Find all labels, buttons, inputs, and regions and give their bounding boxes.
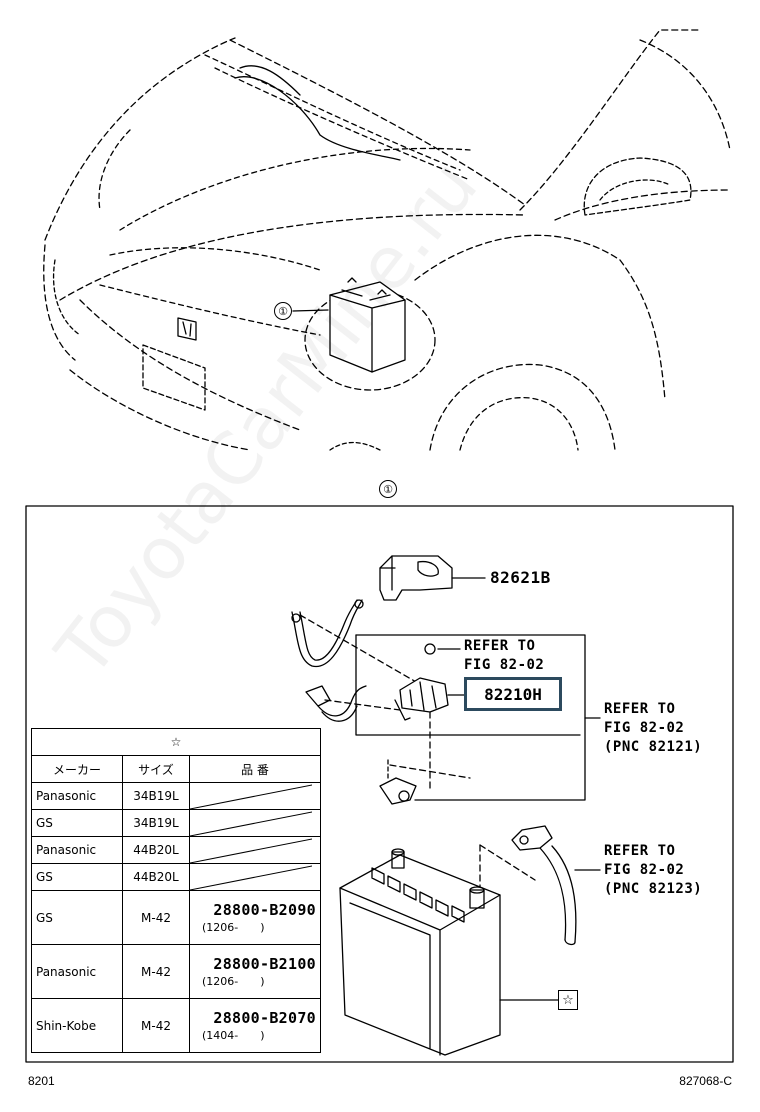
battery-spec-table: ☆ メーカー サイズ 品 番 Panasonic 34B19L GS 34B19…: [31, 728, 321, 1053]
battery-cables-drawing: [291, 599, 431, 722]
table-cell-maker: Panasonic: [31, 836, 123, 864]
table-header-maker: メーカー: [31, 755, 123, 783]
refer-note-1-line1: REFER TO: [464, 638, 536, 654]
callout-1-detail[interactable]: ①: [379, 480, 397, 498]
terminal-cover-drawing: [379, 555, 486, 601]
table-row: Panasonic 44B20L: [31, 836, 321, 864]
table-cell-part[interactable]: 28800-B2100 (1206- ): [189, 944, 321, 999]
table-row: GS 44B20L: [31, 863, 321, 891]
table-row: Panasonic 34B19L: [31, 782, 321, 810]
table-cell-part-empty: [189, 809, 321, 837]
refer-note-2-line3: (PNC 82121): [604, 739, 703, 755]
table-cell-size: 44B20L: [122, 863, 190, 891]
refer-note-1[interactable]: REFER TO FIG 82-02: [464, 637, 544, 675]
table-cell-size: 34B19L: [122, 782, 190, 810]
table-cell-size: M-42: [122, 998, 190, 1053]
detail-frame: [25, 505, 734, 1063]
table-star-header: ☆: [31, 728, 321, 756]
footer-figure-number: 8201: [28, 1074, 55, 1088]
table-cell-size: M-42: [122, 944, 190, 999]
refer-note-3-line3: (PNC 82123): [604, 881, 703, 897]
refer-note-2-line2: FIG 82-02: [604, 720, 685, 736]
table-cell-size: 44B20L: [122, 836, 190, 864]
part-date: (1206- ): [202, 920, 265, 934]
refer-note-2-line1: REFER TO: [604, 701, 676, 717]
table-cell-maker: GS: [31, 863, 123, 891]
table-cell-part-empty: [189, 863, 321, 891]
table-header-part: 品 番: [189, 755, 321, 783]
table-cell-size: M-42: [122, 890, 190, 945]
table-cell-maker: Panasonic: [31, 782, 123, 810]
table-cell-part-empty: [189, 836, 321, 864]
table-cell-part[interactable]: 28800-B2090 (1206- ): [189, 890, 321, 945]
battery-drawing: [339, 848, 559, 1056]
table-cell-maker: GS: [31, 809, 123, 837]
refer-note-3-line2: FIG 82-02: [604, 862, 685, 878]
part-date: (1404- ): [202, 1028, 265, 1042]
car-illustration: [43, 29, 731, 451]
table-row: GS 34B19L: [31, 809, 321, 837]
footer-illustration-code: 827068-C: [679, 1074, 732, 1088]
part-number-82621b[interactable]: 82621B: [490, 568, 551, 587]
positive-cable-drawing: [479, 825, 577, 946]
fusible-link-drawing: [355, 634, 586, 805]
part-date: (1206- ): [202, 974, 265, 988]
part-number-28800-b2100[interactable]: 28800-B2100: [213, 954, 316, 973]
battery-star-callout[interactable]: ☆: [558, 990, 578, 1010]
table-cell-maker: GS: [31, 890, 123, 945]
refer-note-1-line2: FIG 82-02: [464, 657, 545, 673]
table-header-size: サイズ: [122, 755, 190, 783]
table-row: GS M-42 28800-B2090 (1206- ): [31, 890, 321, 945]
table-cell-part-empty: [189, 782, 321, 810]
refer-note-2[interactable]: REFER TO FIG 82-02 (PNC 82121): [604, 700, 702, 757]
table-row: Shin-Kobe M-42 28800-B2070 (1404- ): [31, 998, 321, 1053]
part-number-28800-b2070[interactable]: 28800-B2070: [213, 1008, 316, 1027]
table-cell-part[interactable]: 28800-B2070 (1404- ): [189, 998, 321, 1053]
refer-note-3[interactable]: REFER TO FIG 82-02 (PNC 82123): [604, 842, 702, 899]
table-cell-maker: Panasonic: [31, 944, 123, 999]
part-number-28800-b2090[interactable]: 28800-B2090: [213, 900, 316, 919]
table-row: Panasonic M-42 28800-B2100 (1206- ): [31, 944, 321, 999]
table-cell-maker: Shin-Kobe: [31, 998, 123, 1053]
callout-1-top[interactable]: ①: [274, 302, 292, 320]
part-number-82210h-highlighted[interactable]: 82210H: [464, 677, 562, 711]
refer-note-3-line1: REFER TO: [604, 843, 676, 859]
table-cell-size: 34B19L: [122, 809, 190, 837]
